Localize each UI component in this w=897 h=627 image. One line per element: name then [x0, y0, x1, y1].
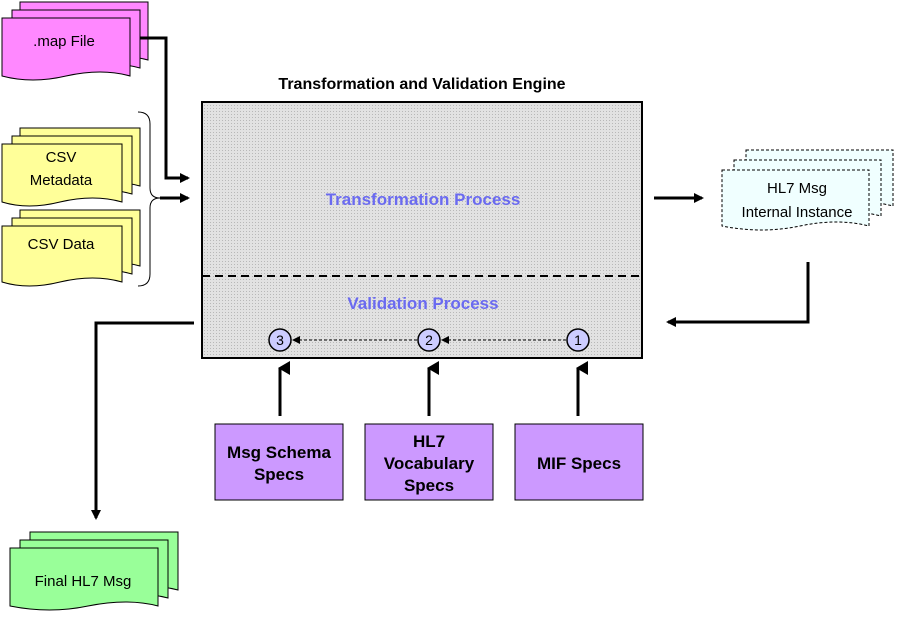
msg-schema-specs-line-2: Specs — [254, 465, 304, 484]
hl7-internal-line-2: Internal Instance — [742, 204, 853, 221]
step-1-circle — [566, 328, 590, 352]
final-hl7-msg-label: Final HL7 Msg — [35, 573, 132, 590]
hl7-vocabulary-specs-line-2: Vocabulary — [384, 454, 475, 473]
validation-process-label: Validation Process — [347, 294, 498, 313]
map-file-doc: .map File — [1, 1, 149, 81]
csv-metadata-doc: CSV Metadata — [1, 127, 141, 207]
step-3-circle — [268, 328, 292, 352]
validation-to-final-connector — [91, 321, 194, 520]
hl7-vocabulary-specs-box — [364, 423, 494, 501]
engine-box — [201, 101, 643, 359]
hl7-internal-instance-doc: HL7 Msg Internal Instance — [721, 149, 894, 231]
final-hl7-msg-doc: Final HL7 Msg — [9, 531, 179, 611]
csv-metadata-line-2: Metadata — [30, 172, 93, 189]
msg-schema-specs-line-1: Msg Schema — [227, 443, 331, 462]
mif-specs-label: MIF Specs — [537, 454, 621, 473]
engine-title: Transformation and Validation Engine — [278, 76, 565, 93]
hl7-internal-line-1: HL7 Msg — [767, 180, 827, 197]
hl7-vocabulary-specs-line-3: Specs — [404, 476, 454, 495]
hl7-vocabulary-specs-line-1: HL7 — [413, 432, 445, 451]
step-2-label: 2 — [425, 332, 433, 348]
mif-specs-box — [514, 423, 644, 501]
transformation-process-label: Transformation Process — [326, 190, 521, 209]
step-2-circle — [417, 328, 441, 352]
map-file-connector — [140, 36, 190, 183]
step-3-label: 3 — [276, 332, 284, 348]
internal-to-validation-connector — [666, 262, 810, 327]
step-1-label: 1 — [574, 332, 582, 348]
msg-schema-specs-box — [214, 423, 344, 501]
csv-data-label: CSV Data — [28, 236, 95, 253]
map-file-label: .map File — [33, 33, 95, 50]
csv-brace — [137, 111, 161, 287]
csv-metadata-line-1: CSV — [46, 149, 77, 166]
csv-data-doc: CSV Data — [1, 209, 141, 287]
